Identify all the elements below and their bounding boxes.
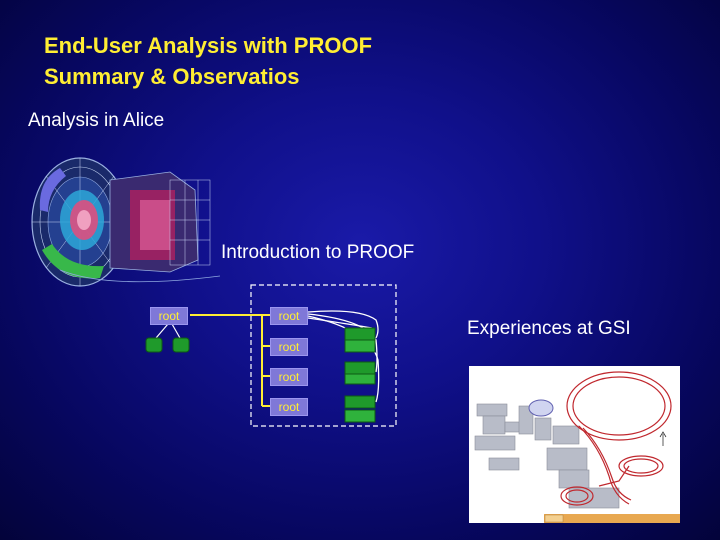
proof-client-node: root bbox=[150, 307, 188, 325]
proof-worker-node: root bbox=[270, 338, 308, 356]
label-analysis-in-alice: Analysis in Alice bbox=[28, 110, 165, 131]
alice-detector-image bbox=[31, 157, 221, 287]
title-line-1: End-User Analysis with PROOF bbox=[44, 33, 373, 58]
proof-diagram-lines bbox=[145, 284, 397, 427]
gsi-site-map-image bbox=[469, 366, 680, 523]
proof-architecture-diagram: root root root root root bbox=[140, 280, 400, 430]
proof-worker-node: root bbox=[270, 368, 308, 386]
label-introduction-to-proof: Introduction to PROOF bbox=[221, 242, 415, 263]
client-disks bbox=[145, 337, 190, 353]
slide-title: End-User Analysis with PROOF Summary & O… bbox=[44, 30, 372, 92]
label-experiences-at-gsi: Experiences at GSI bbox=[467, 318, 631, 339]
proof-master-node: root bbox=[270, 307, 308, 325]
proof-worker-node: root bbox=[270, 398, 308, 416]
title-line-2: Summary & Observatios bbox=[44, 64, 300, 89]
